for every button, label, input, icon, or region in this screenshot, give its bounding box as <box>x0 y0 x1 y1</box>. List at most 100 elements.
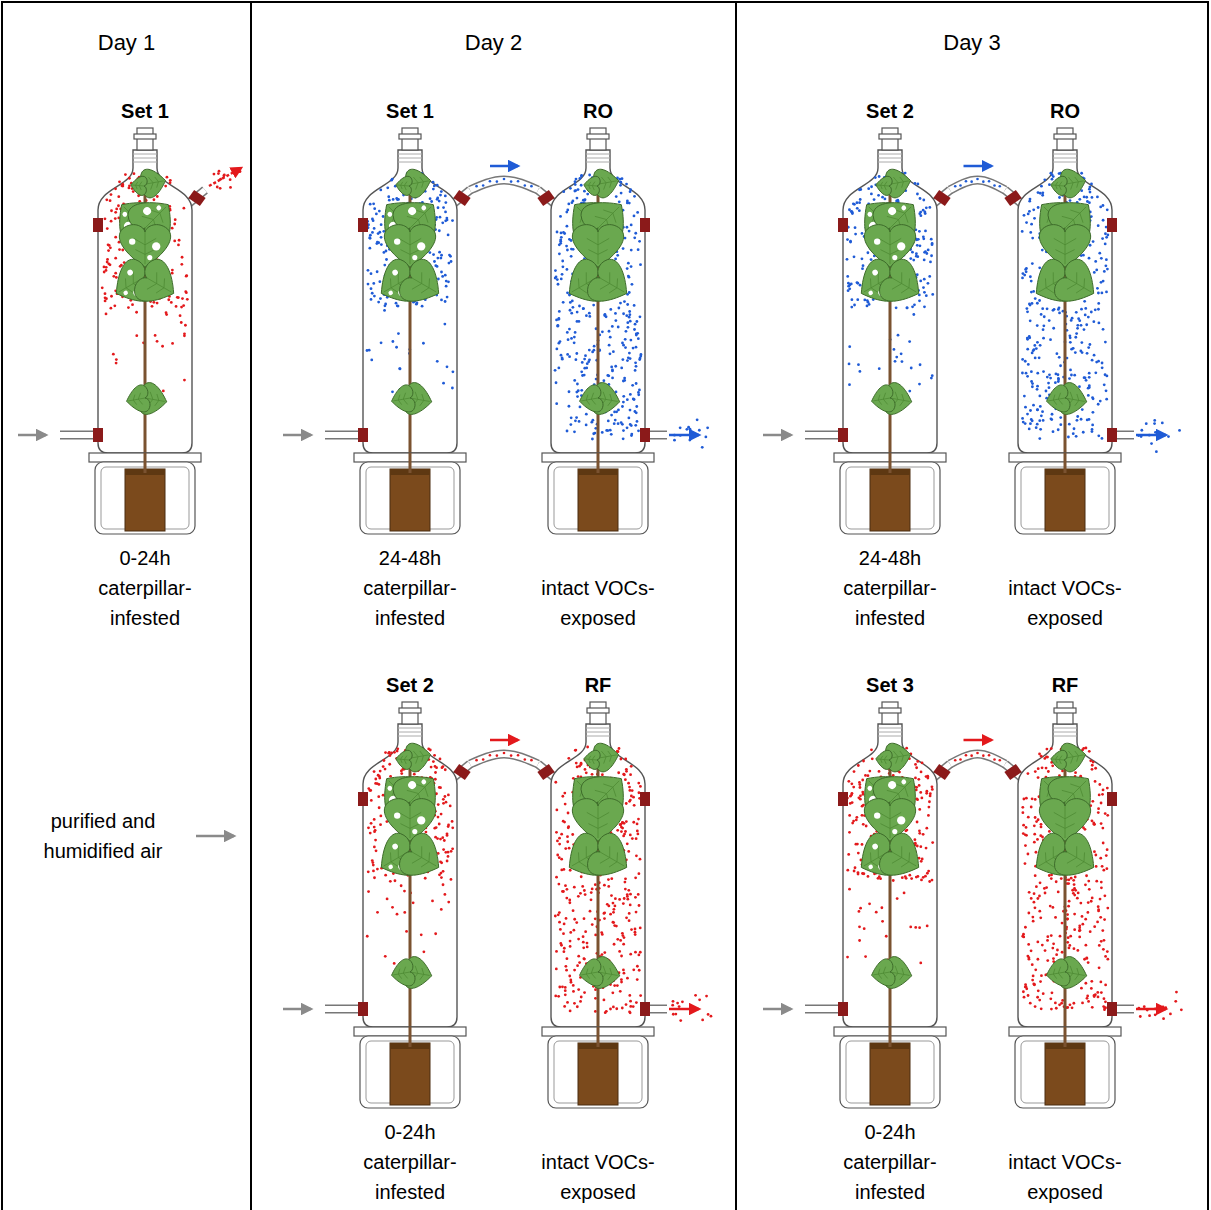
voc-dot <box>383 759 386 762</box>
voc-dot <box>382 794 385 797</box>
voc-dot <box>442 382 445 385</box>
leaf-blade <box>389 384 416 415</box>
voc-dot <box>117 195 120 198</box>
voc-dot <box>370 287 373 290</box>
voc-dot <box>377 301 380 304</box>
voc-dot <box>637 429 640 432</box>
voc-dot <box>378 280 381 283</box>
voc-dot <box>605 315 608 318</box>
voc-dot <box>583 358 586 361</box>
voc-dot <box>162 390 165 393</box>
voc-dot <box>629 799 632 802</box>
voc-dot <box>622 773 625 776</box>
ground-joint <box>586 154 610 155</box>
voc-dot <box>167 298 170 301</box>
voc-dot <box>580 175 583 178</box>
voc-dot <box>579 406 582 409</box>
voc-dot <box>610 877 613 880</box>
voc-dot <box>580 389 583 392</box>
voc-dot <box>222 174 225 177</box>
voc-dot <box>628 789 631 792</box>
voc-dot <box>635 334 638 337</box>
voc-dot <box>568 901 571 904</box>
voc-dot <box>131 303 134 306</box>
voc-dot <box>135 334 138 337</box>
voc-dot <box>387 195 390 198</box>
voc-dot <box>444 795 447 798</box>
voc-dot <box>637 872 640 875</box>
voc-dot <box>603 884 606 887</box>
voc-dot <box>373 227 376 230</box>
voc-dot <box>620 978 623 981</box>
leaf <box>577 384 604 415</box>
voc-dot <box>558 243 561 246</box>
voc-dot <box>569 1010 572 1013</box>
leaf-blade <box>124 384 151 415</box>
voc-dot <box>395 197 398 200</box>
voc-dot <box>400 884 403 887</box>
port-tube <box>805 431 843 440</box>
voc-dot <box>434 932 437 935</box>
voc-dot <box>626 321 629 324</box>
leaf-vein <box>145 175 165 191</box>
voc-dot <box>594 1010 597 1013</box>
voc-dot <box>161 345 164 348</box>
voc-dot <box>639 858 642 861</box>
voc-dot <box>610 366 613 369</box>
ground-joint <box>133 162 157 163</box>
voc-dot <box>612 908 615 911</box>
voc-dot <box>444 851 447 854</box>
voc-dot <box>672 1013 675 1016</box>
voc-dot <box>378 231 381 234</box>
voc-dot <box>634 323 637 326</box>
voc-dot <box>120 264 123 267</box>
voc-dot <box>183 334 186 337</box>
voc-dot <box>434 836 437 839</box>
voc-dot <box>634 931 637 934</box>
stopper-rim <box>399 708 421 713</box>
glass-body <box>551 150 645 453</box>
voc-dot <box>574 358 577 361</box>
voc-dot <box>121 183 124 186</box>
voc-dot <box>638 389 641 392</box>
voc-dot <box>391 340 394 343</box>
voc-dot <box>679 1019 682 1022</box>
voc-dot <box>438 873 441 876</box>
voc-dot <box>588 315 591 318</box>
glass-chamber <box>18 128 241 534</box>
voc-dot <box>911 251 914 254</box>
voc-dot <box>556 231 559 234</box>
voc-dot <box>620 367 623 370</box>
voc-dot <box>636 833 639 836</box>
voc-dot <box>566 353 569 356</box>
voc-dot <box>915 252 918 255</box>
voc-dot <box>566 430 569 433</box>
voc-dot <box>564 986 567 989</box>
feeding-hole <box>407 780 418 791</box>
voc-dot <box>592 349 595 352</box>
voc-dot <box>447 824 450 827</box>
voc-dot <box>915 255 918 258</box>
voc-dot <box>562 231 565 234</box>
voc-dot <box>569 423 572 426</box>
voc-dot <box>627 275 630 278</box>
voc-dot <box>574 749 577 752</box>
voc-dot <box>559 942 562 945</box>
voc-dot <box>576 383 579 386</box>
voc-dot <box>590 421 593 424</box>
voc-dot <box>922 199 925 202</box>
leaf-vein <box>142 270 176 301</box>
voc-dot <box>568 847 571 850</box>
leaf <box>395 255 450 313</box>
feeding-hole <box>129 238 135 244</box>
voc-dot <box>373 207 376 210</box>
leaf <box>395 749 413 770</box>
voc-dot <box>569 309 572 312</box>
voc-dot <box>393 962 396 965</box>
voc-dot <box>442 802 445 805</box>
voc-dot <box>385 250 388 253</box>
voc-dot <box>626 895 629 898</box>
voc-dot <box>568 405 571 408</box>
voc-dot <box>371 292 374 295</box>
